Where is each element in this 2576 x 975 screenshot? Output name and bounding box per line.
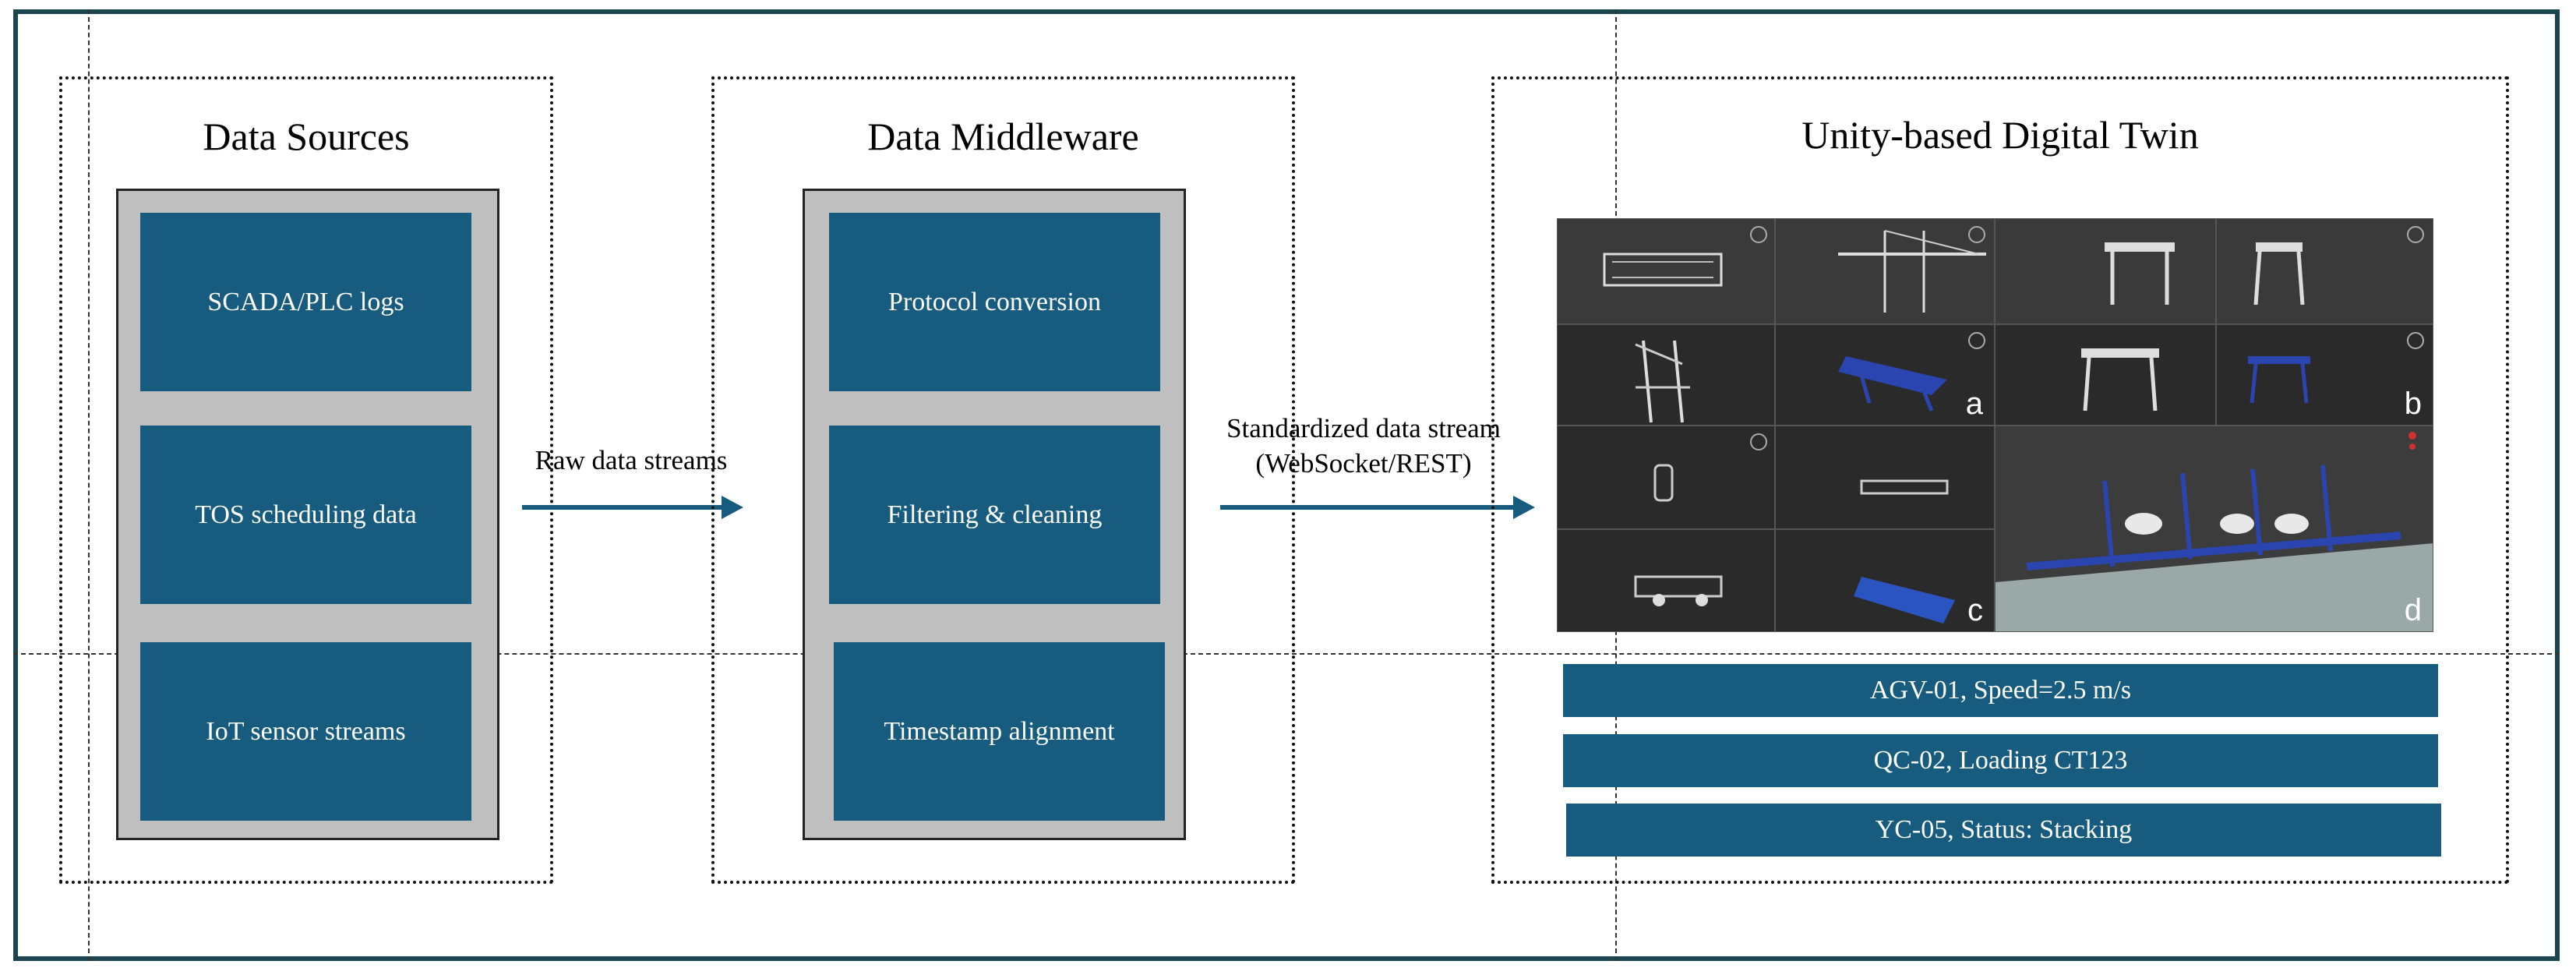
agv-front-view-icon [1634,575,1723,606]
raw-data-streams-label: Raw data streams [535,445,728,475]
crane-top-view-icon [1603,226,1767,287]
blue-agv-model-icon [1854,577,1955,624]
source-scada-plc: SCADA/PLC logs [140,213,471,391]
data-middleware-panel: Data Middleware [711,76,1295,884]
standardized-stream-label: Standardized data stream (WebSocket/REST… [1192,411,1535,481]
guide-line-horizontal [13,653,2560,655]
viewport-agv-front [1557,529,1775,632]
viewport-crane-iso [1557,324,1775,426]
blue-gantry-model-icon [2248,332,2424,404]
data-sources-panel: Data Sources [59,76,553,884]
middleware-protocol-conversion: Protocol conversion [829,213,1160,391]
crane-iso-view-icon [1635,340,1690,423]
digital-twin-title: Unity-based Digital Twin [1801,113,2199,157]
standardized-stream-label-line2: (WebSocket/REST) [1255,448,1472,479]
arrow-standardized-stream [1220,496,1535,519]
status-qc-02: QC-02, Loading CT123 [1563,734,2438,787]
terminal-scene-icon [1996,432,2433,631]
viewport-agv-blue: c [1775,529,1995,632]
viewport-agv-side [1775,426,1995,529]
gantry-iso-view-icon [2081,348,2159,412]
viewport-gantry-blue: b [2216,324,2433,426]
arrow-raw-data [522,496,743,519]
middleware-timestamp-alignment: Timestamp alignment [834,642,1165,821]
viewport-gantry-side [2216,218,2433,324]
agv-top-view-icon [1653,433,1767,502]
standardized-stream-label-line1: Standardized data stream [1226,413,1501,443]
data-sources-title: Data Sources [203,115,410,158]
status-agv-01: AGV-01, Speed=2.5 m/s [1563,664,2438,717]
source-tos-scheduling: TOS scheduling data [140,426,471,604]
panel-label-d: d [2404,593,2422,627]
status-yc-05: YC-05, Status: Stacking [1566,804,2441,857]
data-middleware-title: Data Middleware [867,115,1139,158]
blue-crane-model-icon [1838,332,1985,412]
agv-side-view-icon [1860,479,1949,495]
viewport-gantry-front [1995,218,2216,324]
digital-twin-panel: Unity-based Digital Twin [1491,76,2509,884]
viewport-crane-top [1557,218,1775,324]
viewport-gantry-iso [1995,324,2216,426]
gantry-side-view-icon [2253,226,2424,306]
viewport-agv-top [1557,426,1775,529]
panel-label-b: b [2404,387,2422,421]
viewport-terminal-scene: d [1995,426,2433,632]
gantry-front-view-icon [2105,242,2175,305]
middleware-filtering-cleaning: Filtering & cleaning [829,426,1160,604]
viewport-crane-blue: a [1775,324,1995,426]
outer-frame [13,9,2560,961]
crane-side-view-icon [1838,226,1986,313]
source-iot-sensor: IoT sensor streams [140,642,471,821]
viewport-crane-side [1775,218,1995,324]
panel-label-c: c [1967,593,1983,627]
guide-line-vertical-left [88,9,90,961]
digital-twin-screenshots: a b [1557,218,2433,632]
panel-label-a: a [1965,387,1983,421]
